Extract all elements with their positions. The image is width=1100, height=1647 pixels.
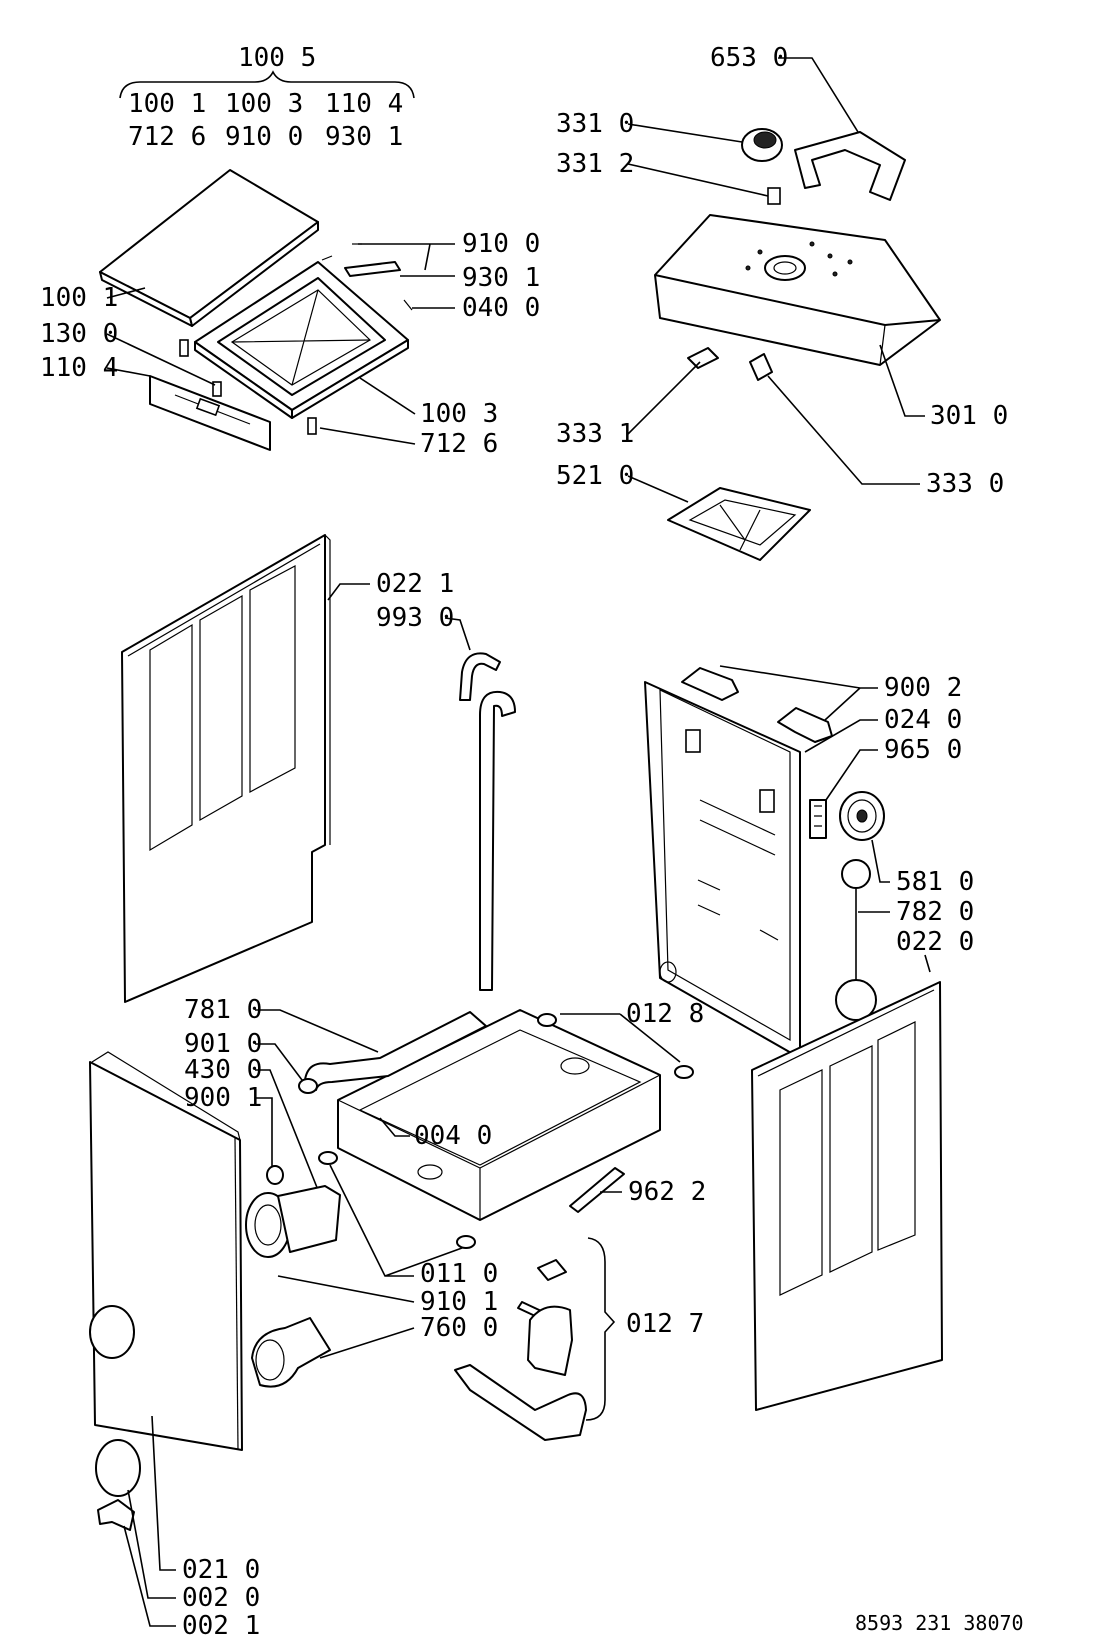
callouts-base: 781 0 012 8 901 0 430 0 900 1 004 0 962 … [184, 995, 706, 1359]
label-900-1: 900 1 [184, 1083, 262, 1113]
label-012-8: 012 8 [626, 999, 704, 1029]
front-panel-part [89, 1051, 243, 1451]
kit-item-5: 910 0 [225, 122, 303, 152]
label-760-0: 760 0 [420, 1313, 498, 1343]
label-910-0: 910 0 [462, 229, 540, 259]
connector-part [809, 799, 827, 839]
label-653-0: 653 0 [710, 43, 788, 73]
hinge-strip-part [321, 243, 413, 311]
label-022-0: 022 0 [896, 927, 974, 957]
label-333-0: 333 0 [926, 469, 1004, 499]
rear-clip-part [681, 667, 833, 743]
clip-part [179, 339, 317, 435]
label-521-0: 521 0 [556, 461, 634, 491]
top-lid-part [99, 169, 319, 327]
label-962-2: 962 2 [628, 1177, 706, 1207]
label-331-0: 331 0 [556, 109, 634, 139]
left-side-panel-part [121, 534, 331, 1003]
label-130-0: 130 0 [40, 319, 118, 349]
label-012-7: 012 7 [626, 1309, 704, 1339]
pcb-holder-part [667, 487, 811, 561]
label-430-0: 430 0 [184, 1055, 262, 1085]
control-knob-part [741, 128, 783, 205]
kit-item-1: 100 1 [128, 89, 206, 119]
callouts-rear-panel: 900 2 024 0 965 0 581 0 782 0 022 0 [719, 665, 974, 973]
kit-header-label: 100 5 [238, 43, 316, 73]
panel-bracket-part [794, 131, 906, 201]
pulley-part [839, 791, 885, 841]
drive-belt-part [835, 859, 877, 1021]
kit-item-2: 100 3 [225, 89, 303, 119]
label-100-3: 100 3 [420, 399, 498, 429]
label-004-0: 004 0 [414, 1121, 492, 1151]
label-910-1: 910 1 [420, 1287, 498, 1317]
label-331-2: 331 2 [556, 149, 634, 179]
sump-hose-part [298, 1011, 487, 1094]
front-trim-part [149, 375, 271, 451]
lid-lock-kit-part [454, 1259, 587, 1441]
callouts-left-panel: 022 1 993 0 [327, 569, 471, 651]
label-781-0: 781 0 [184, 995, 262, 1025]
document-number: 8593 231 38070 [855, 1611, 1024, 1635]
drain-hose-part [459, 652, 516, 991]
label-581-0: 581 0 [896, 867, 974, 897]
label-022-1: 022 1 [376, 569, 454, 599]
label-965-0: 965 0 [884, 735, 962, 765]
pump-filter-part [251, 1317, 331, 1388]
rear-panel-part [644, 681, 801, 1059]
label-024-0: 024 0 [884, 705, 962, 735]
control-panel-part [654, 214, 941, 366]
base-chassis-part [337, 1009, 661, 1221]
label-002-0: 002 0 [182, 1583, 260, 1613]
label-110-4: 110 4 [40, 353, 118, 383]
callouts-top-right: 653 0 331 0 331 2 301 0 333 1 333 0 521 … [556, 43, 1008, 503]
callouts-front-panel: 021 0 002 0 002 1 [123, 1415, 260, 1641]
right-side-panel-part [751, 981, 943, 1411]
label-100-1: 100 1 [40, 283, 118, 313]
label-333-1: 333 1 [556, 419, 634, 449]
top-frame-part [194, 261, 409, 419]
label-011-0: 011 0 [420, 1259, 498, 1289]
label-993-0: 993 0 [376, 603, 454, 633]
label-900-2: 900 2 [884, 673, 962, 703]
label-301-0: 301 0 [930, 401, 1008, 431]
kit-brace [119, 70, 415, 99]
label-930-1: 930 1 [462, 263, 540, 293]
label-021-0: 021 0 [182, 1555, 260, 1585]
kit-item-3: 110 4 [325, 89, 403, 119]
foot-part [318, 1013, 694, 1249]
label-901-0: 901 0 [184, 1029, 262, 1059]
label-002-1: 002 1 [182, 1611, 260, 1641]
label-782-0: 782 0 [896, 897, 974, 927]
kit-group: 100 5 100 1 100 3 110 4 712 6 910 0 930 … [119, 43, 415, 152]
label-712-6: 712 6 [420, 429, 498, 459]
kit-item-6: 930 1 [325, 122, 403, 152]
callouts-top-left: 910 0 930 1 040 0 100 1 130 0 110 4 100 … [40, 229, 540, 459]
kit-item-4: 712 6 [128, 122, 206, 152]
service-door-part [95, 1439, 141, 1531]
callouts-lock-kit: 012 7 [585, 1237, 704, 1421]
panel-clip-part [687, 347, 773, 381]
bracket-strip-part [569, 1167, 625, 1213]
drain-pump-part [245, 1165, 341, 1258]
label-040-0: 040 0 [462, 293, 540, 323]
